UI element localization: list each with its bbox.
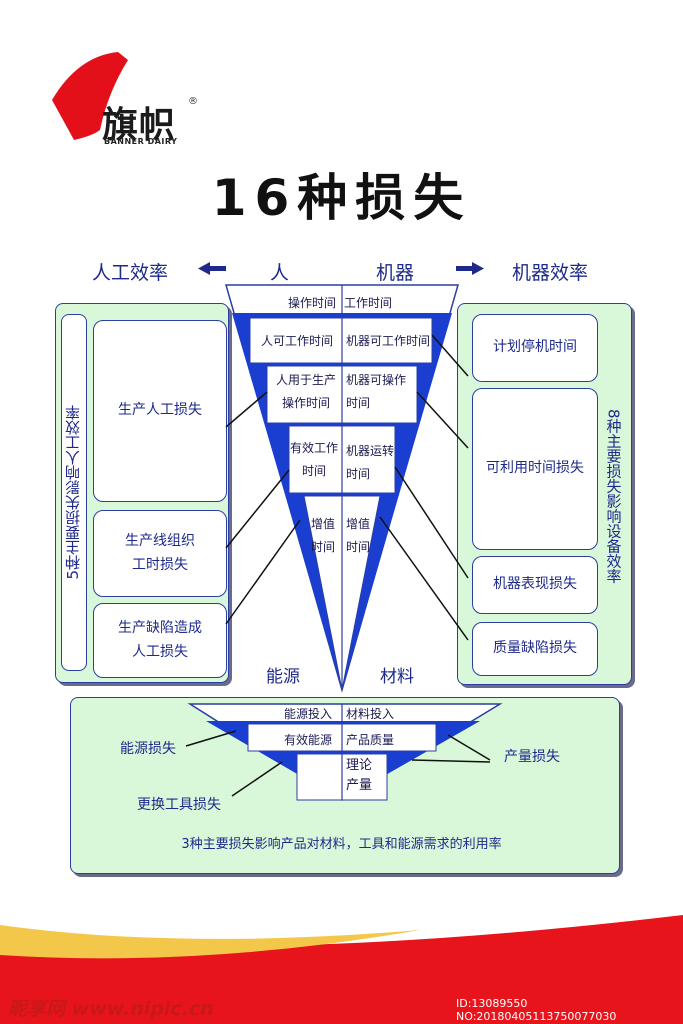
funnel-right-2: 机器可工作时间 [346,334,431,348]
logo-english: BANNER DAIRY [104,137,178,146]
box-line-organization-loss: 生产线组织 工时损失 [93,510,227,597]
bottom-product-quality: 产品质量 [346,733,395,747]
funnel-left-2: 人可工作时间 [260,334,333,348]
bottom-caption: 3种主要损失影响产品对材料，工具和能源需求的利用率 [181,837,502,852]
box-performance-loss: 机器表现损失 [472,556,598,614]
left-arrow-icon [198,262,226,275]
box-defect-labor-loss: 生产缺陷造成 人工损失 [93,603,227,678]
left-vertical-box: 5种主要损失影响人工效率 [61,314,87,671]
header-machine: 机器 [376,262,415,284]
label-material: 材料 [380,667,414,687]
box-label: 生产缺陷造成 人工损失 [118,619,202,660]
box-quality-loss: 质量缺陷损失 [472,622,598,676]
bottom-red-wave [0,915,683,1024]
bottom-gold-wave [0,925,420,959]
left-panel: 5种主要损失影响人工效率 生产人工损失 生产线组织 工时损失 生产缺陷造成 人工… [55,303,229,683]
funnel-right-1: 工作时间 [344,296,393,310]
label-energy: 能源 [266,667,300,687]
bottom-energy-input: 能源投入 [283,707,332,721]
box-planned-downtime: 计划停机时间 [472,314,598,382]
box-label: 质量缺陷损失 [493,640,577,657]
connector-lines [225,334,469,641]
funnel-left-5: 增值 时间 [310,517,335,554]
funnel-left-1: 操作时间 [287,296,336,310]
funnel-left-3: 人用于生产 操作时间 [275,373,336,410]
funnel-right-3: 机器可操作 时间 [346,373,407,410]
right-arrow-icon [456,262,484,275]
box-label: 计划停机时间 [493,339,577,356]
registered-mark: ® [188,96,198,107]
watermark-id: ID:13089550 NO:20180405113750077030 [456,997,617,1023]
header-person: 人 [270,262,290,284]
bottom-theoretical-output: 理论 产量 [346,758,373,793]
box-label: 可利用时间损失 [486,460,584,477]
bottom-material-input: 材料投入 [346,707,395,721]
header-labor-efficiency: 人工效率 [92,262,169,284]
page-title: 16种损失 [211,169,472,227]
watermark-site: 昵享网 www.nipic.cn [8,998,214,1020]
label-tool-change-loss: 更换工具损失 [137,797,221,813]
funnel-left-4: 有效工作 时间 [289,441,338,478]
label-energy-loss: 能源损失 [120,741,176,757]
logo-text: 旗帜 [102,105,177,146]
banner-flag-logo [52,52,128,140]
bottom-effective-energy: 有效能源 [283,733,332,747]
funnel-right-4: 机器运转 时间 [346,444,395,481]
box-label: 生产线组织 工时损失 [125,532,195,573]
step-2 [249,317,433,364]
box-label: 生产人工损失 [118,402,202,419]
label-output-loss: 产量损失 [504,749,560,765]
header-machine-efficiency: 机器效率 [512,262,589,284]
box-label: 机器表现损失 [493,576,577,593]
box-availability-loss: 可利用时间损失 [472,388,598,550]
box-production-labor-loss: 生产人工损失 [93,320,227,502]
right-panel: 计划停机时间 可利用时间损失 机器表现损失 质量缺陷损失 8种主要损失影响设备效… [457,303,632,685]
right-vertical-label: 8种主要损失影响设备效率 [604,409,623,584]
bottom-connectors [185,730,491,797]
funnel-right-5: 增值 时间 [346,517,371,554]
